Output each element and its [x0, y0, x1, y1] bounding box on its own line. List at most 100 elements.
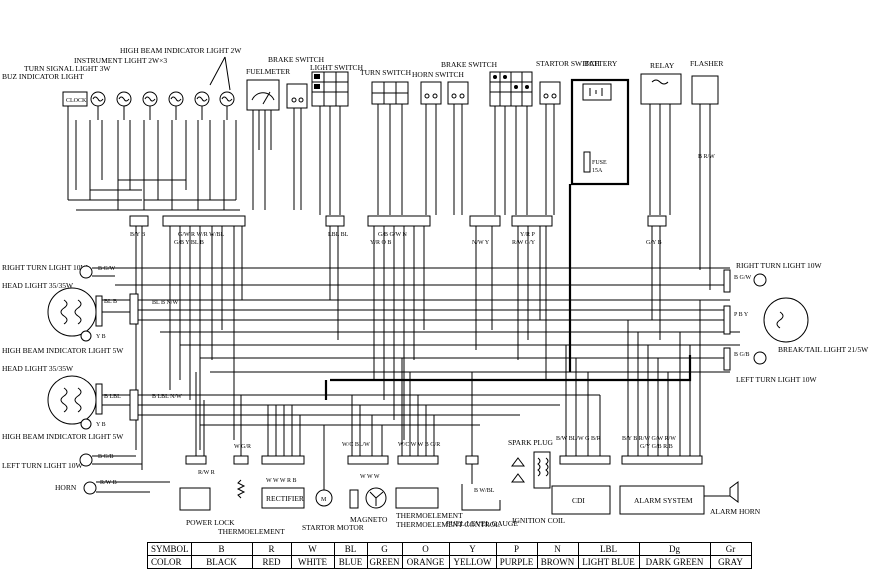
power-lock-label: POWER LOCK — [186, 518, 235, 527]
conn1-label: B/Y B — [130, 232, 145, 238]
legend-color: BLACK — [190, 555, 253, 569]
legend-color: LIGHT BLUE — [577, 555, 640, 569]
legend-symbol: LBL — [577, 542, 640, 556]
right-turn-bulb-icon — [79, 265, 93, 279]
btl-wire-label: P B Y — [734, 312, 749, 318]
thermoelement-label: THERMOELEMENT — [218, 527, 285, 536]
fuel-level-gauge: B W/BL FUEL LEVEL GAUGE — [446, 455, 518, 528]
rectifier: W W W R B RECTIFIER — [261, 455, 305, 509]
brake-switch-1 — [286, 83, 308, 120]
connector-7 — [647, 215, 667, 227]
legend-symbol-row: SYMBOL B R W BL G O Y P N LBL Dg Gr — [147, 542, 752, 556]
legend-color-header: COLOR — [147, 555, 192, 569]
legend-symbol: Gr — [709, 542, 752, 556]
hl2-right-wire-label: B LBL N/W — [152, 394, 182, 400]
tc-wire-label: W/C W W B G/R — [398, 442, 440, 448]
power-lock: R/W R POWER LOCK — [179, 455, 235, 527]
alarm-wire-label: B/Y B R/W G/W R/W — [622, 436, 676, 442]
legend-color: BLUE — [333, 555, 368, 569]
brake-switch-1-label: BRAKE SWITCH — [268, 55, 325, 64]
rectifier-label: RECTIFIER — [266, 494, 304, 503]
brake-switch-2 — [447, 81, 469, 105]
ignition-coil-label: IGNITION COIL — [512, 516, 566, 525]
horn-switch — [420, 81, 442, 105]
relay-unit — [640, 73, 682, 116]
connector-1 — [129, 215, 149, 227]
starter-switch — [539, 81, 561, 105]
connector-4 — [367, 215, 431, 227]
legend-color: GREEN — [366, 555, 403, 569]
left-turn-light-left-label: LEFT TURN LIGHT 10W — [2, 461, 84, 470]
fuelmeter-unit — [246, 79, 280, 150]
legend-color: RED — [251, 555, 292, 569]
fuse-icon — [583, 151, 591, 173]
hbi-1: Y B — [80, 330, 106, 342]
hl1-wire-label: BL B — [104, 299, 117, 305]
legend-symbol: Y — [448, 542, 497, 556]
head-light-1: BL B BL B N/W — [47, 287, 178, 337]
legend-symbol: O — [401, 542, 450, 556]
turn-switch-label: TURN SWITCH — [360, 68, 412, 77]
magneto-wire2-label: W W W — [360, 474, 380, 480]
brake-tail-label: BREAK/TAIL LIGHT 21/5W — [778, 345, 869, 354]
hbi-2-label: HIGH BEAM INDICATOR LIGHT 5W — [2, 432, 124, 441]
connector-2 — [162, 215, 246, 227]
conn2b-label: G/B Y BL B — [174, 240, 204, 246]
battery-label: BATTERY — [584, 59, 618, 68]
connector-3 — [325, 215, 345, 227]
light-switch — [311, 71, 349, 107]
alarm-system: B/Y B R/W G/W R/W G/Y G/B R/B ALARM SYST… — [619, 436, 705, 515]
power-lock-wire-label: R/W R — [198, 470, 215, 476]
legend-color: BROWN — [536, 555, 579, 569]
starter-switch-label: STARTOR SWITCH — [536, 59, 600, 68]
hbi-bulb-icon — [80, 418, 92, 430]
horn-icon — [83, 481, 97, 495]
spark-plug-label: SPARK PLUG — [508, 438, 554, 447]
right-turn-light-left-label: RIGHT TURN LIGHT 10W — [2, 263, 89, 272]
horn-wire-label: R/W B — [100, 480, 117, 486]
conn2a-label: G/W R W/R W/BL — [178, 232, 225, 238]
flasher-label: FLASHER — [690, 59, 723, 68]
left-turn-bulb-icon — [79, 453, 93, 467]
key-switch-table — [489, 71, 533, 107]
hl1-right-wire-label: BL B N/W — [152, 300, 178, 306]
cdi-wire-label: B/W BL/W G B/R — [556, 436, 601, 442]
high-beam-indicator-top-label: HIGH BEAM INDICATOR LIGHT 2W — [120, 46, 242, 55]
connector-row: B/Y B G/W R W/R W/BL G/B Y BL B LBL BL G… — [129, 215, 667, 246]
legend-symbol-header: SYMBOL — [147, 542, 192, 556]
left-turn-bulb-icon — [753, 351, 767, 365]
left-turn-light-right: B G/B — [723, 347, 767, 371]
connector-5 — [469, 215, 501, 227]
ignition-system: SPARK PLUG IGNITION COIL — [508, 438, 566, 525]
ignition-coil-icon — [533, 451, 551, 489]
fuse-label: FUSE — [592, 160, 607, 166]
horn-label: HORN — [55, 483, 77, 492]
horn-switch-label: HORN SWITCH — [412, 70, 464, 79]
legend-symbol: BL — [333, 542, 368, 556]
light-switch-label: LIGHT SWITCH — [310, 63, 364, 72]
legend-symbol: P — [495, 542, 538, 556]
legend-color: PURPLE — [495, 555, 538, 569]
magneto: W/C BL/W W W W MAGNETO — [342, 442, 389, 524]
rtl-left-wire-label: B G/W — [98, 266, 116, 272]
svg-text:M: M — [321, 497, 327, 503]
cdi-unit: B/W BL/W G B/R CDI — [551, 436, 611, 515]
legend-color: DARK GREEN — [638, 555, 711, 569]
legend-color: WHITE — [290, 555, 335, 569]
legend-symbol: N — [536, 542, 579, 556]
right-turn-light-right: B G/W — [723, 269, 767, 293]
starter-motor-label: STARTOR MOTOR — [302, 523, 364, 532]
legend-color: GRAY — [709, 555, 752, 569]
head-light-2: B LBL B LBL N/W — [47, 375, 182, 425]
conn4a-label: G/B G/W N — [378, 232, 408, 238]
head-light-bulb-icon — [47, 287, 97, 337]
right-turn-light-right-label: RIGHT TURN LIGHT 10W — [736, 261, 823, 270]
conn6b-label: R/W G/Y — [512, 240, 536, 246]
brake-tail-bulb-icon — [763, 297, 809, 343]
ltl-left-wire-label: B G/B — [98, 454, 114, 460]
thermoelement-control-label-1: THERMOELEMENT — [396, 511, 463, 520]
fuel-wire-label: B W/BL — [474, 488, 495, 494]
indicator-bulbs — [90, 56, 235, 120]
brake-tail-light: P B Y — [723, 297, 809, 343]
hbi-1-label: HIGH BEAM INDICATOR LIGHT 5W — [2, 346, 124, 355]
